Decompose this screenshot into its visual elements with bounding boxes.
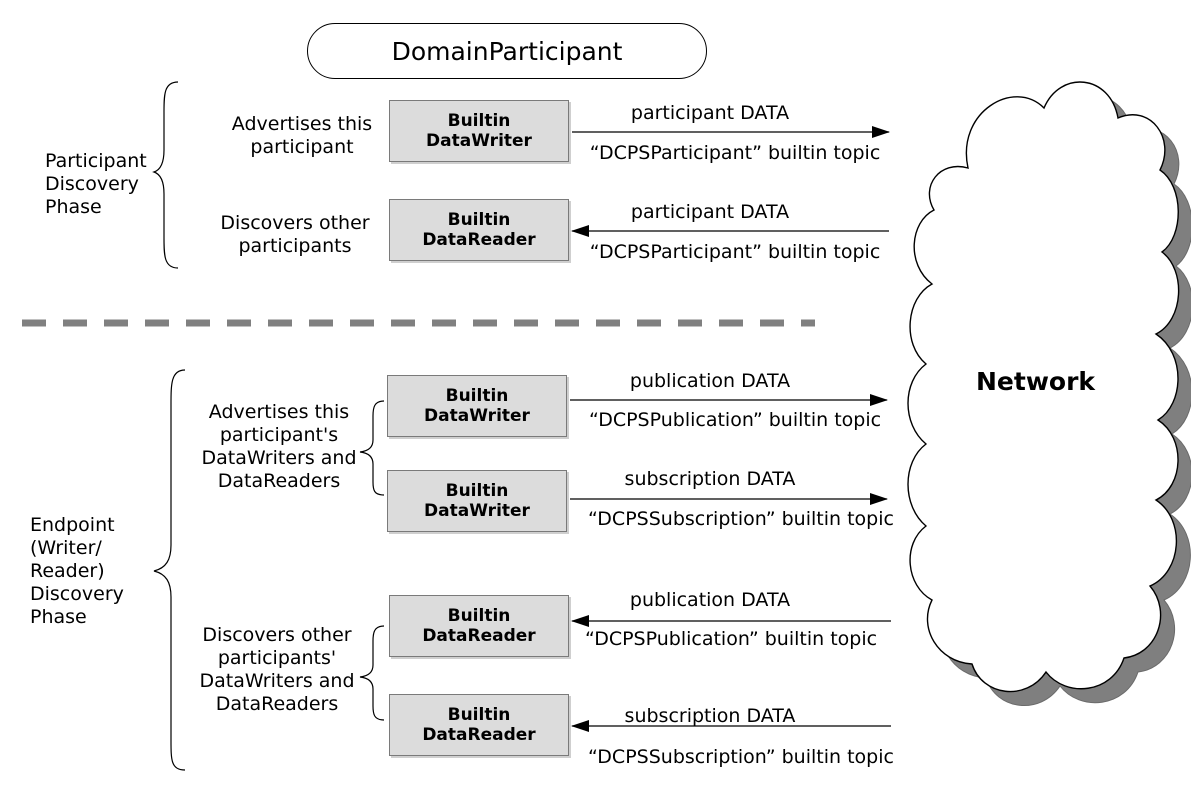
advertise-participant-label: Advertises this participant xyxy=(231,113,373,158)
arrow-data-label: participant DATA xyxy=(630,201,790,223)
arrow-topic-label: “DCPSSubscription” builtin topic xyxy=(588,508,894,530)
builtin-datawriter-publication: Builtin DataWriter xyxy=(387,375,567,437)
arrow-data-label: publication DATA xyxy=(629,370,791,392)
arrow-topic-label: “DCPSSubscription” builtin topic xyxy=(588,746,894,768)
box-line2: DataReader xyxy=(422,725,536,745)
network-cloud xyxy=(907,81,1191,707)
arrow-data-label: subscription DATA xyxy=(624,705,796,727)
discover-participants-label: Discovers other participants xyxy=(220,212,370,257)
arrow-data-label: participant DATA xyxy=(630,102,790,124)
endpoint-phase-brace xyxy=(153,369,186,771)
box-line2: DataWriter xyxy=(424,501,530,521)
arrow-topic-label: “DCPSPublication” builtin topic xyxy=(584,628,878,650)
box-line2: DataReader xyxy=(422,626,536,646)
endpoint-phase-label: Endpoint (Writer/ Reader) Discovery Phas… xyxy=(30,514,124,628)
box-line2: DataReader xyxy=(422,230,536,250)
box-line2: DataWriter xyxy=(426,131,532,151)
box-line1: Builtin xyxy=(445,481,509,501)
builtin-datareader-publication: Builtin DataReader xyxy=(389,595,569,657)
builtin-datawriter-participant: Builtin DataWriter xyxy=(389,100,569,162)
box-line1: Builtin xyxy=(447,111,511,131)
builtin-datareader-subscription: Builtin DataReader xyxy=(389,694,569,756)
advertise-group-brace xyxy=(359,400,385,496)
network-cloud-body xyxy=(907,81,1180,693)
domain-participant-header: DomainParticipant xyxy=(307,23,707,79)
participant-phase-brace xyxy=(152,81,179,269)
box-line1: Builtin xyxy=(447,210,511,230)
box-line1: Builtin xyxy=(447,705,511,725)
arrow-data-label: publication DATA xyxy=(629,589,791,611)
discover-group-brace xyxy=(359,625,385,721)
box-line1: Builtin xyxy=(445,386,509,406)
box-line1: Builtin xyxy=(447,606,511,626)
arrow-topic-label: “DCPSParticipant” builtin topic xyxy=(589,142,881,164)
advertise-endpoints-label: Advertises this participant's DataWriter… xyxy=(201,401,357,492)
participant-phase-label: Participant Discovery Phase xyxy=(45,150,147,218)
arrow-topic-label: “DCPSParticipant” builtin topic xyxy=(589,241,881,263)
discover-endpoints-label: Discovers other participants' DataWriter… xyxy=(199,624,355,715)
network-label: Network xyxy=(976,367,1096,396)
domain-participant-title: DomainParticipant xyxy=(391,36,623,66)
builtin-datawriter-subscription: Builtin DataWriter xyxy=(387,470,567,532)
builtin-datareader-participant: Builtin DataReader xyxy=(389,199,569,261)
arrow-data-label: subscription DATA xyxy=(624,468,796,490)
box-line2: DataWriter xyxy=(424,406,530,426)
arrow-topic-label: “DCPSPublication” builtin topic xyxy=(588,409,882,431)
